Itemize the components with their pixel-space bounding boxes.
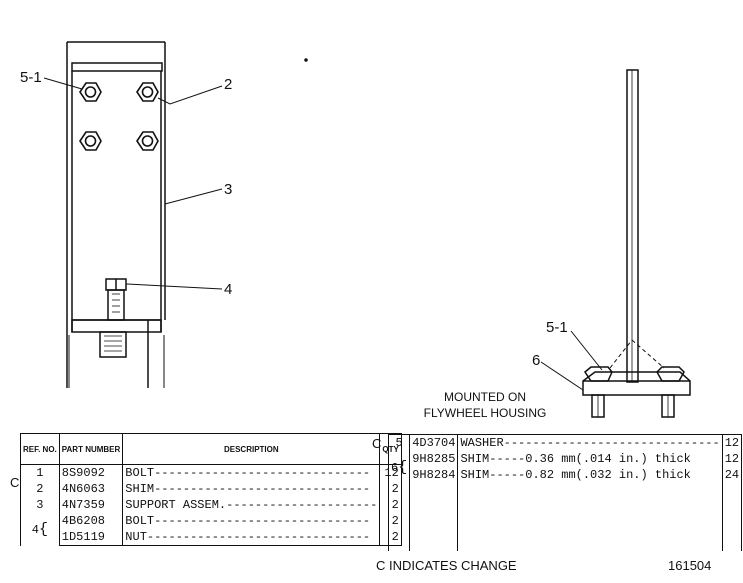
desc-cell: SHIM------------------------------ (122, 481, 381, 497)
desc-cell: SHIM-----0.82 mm(.032 in.) thick (457, 467, 723, 483)
header-ref: REF. NO. (20, 433, 60, 465)
caption-line-1: MOUNTED ON (444, 390, 526, 404)
callout-5-1-right: 5-1 (546, 319, 568, 336)
desc-cell: SUPPORT ASSEM.--------------------- (122, 497, 381, 513)
part-cell: 8S9092 (58, 464, 124, 481)
brace-glyph: { (398, 458, 408, 476)
ref-number: 6 (391, 460, 399, 475)
callout-3: 3 (224, 181, 233, 198)
brace-glyph: { (38, 520, 48, 538)
support-assembly-drawing (66, 41, 166, 388)
caption-line-2: FLYWHEEL HOUSING (423, 406, 547, 420)
bolt-heads-drawing (79, 82, 159, 151)
table-row: 1D5119 NUT------------------------------… (21, 529, 402, 546)
table-row: 9H8284 SHIM-----0.82 mm(.032 in.) thick … (389, 467, 743, 483)
desc-cell: NUT------------------------------- (122, 529, 381, 546)
table-row: 3 4N7359 SUPPORT ASSEM.-----------------… (20, 497, 402, 513)
callout-6: 6 (532, 352, 541, 369)
ref-cell: 3 (20, 497, 60, 513)
part-cell: 4B6208 (58, 513, 124, 529)
table-row-empty (387, 483, 743, 551)
callout-2: 2 (224, 76, 233, 93)
part-cell: 4N6063 (58, 481, 124, 497)
table-row: 6{ 9H8285 SHIM-----0.36 mm(.014 in.) thi… (387, 451, 743, 483)
part-cell: 9H8284 (409, 467, 459, 483)
ref-cell: 6{ (387, 451, 411, 483)
part-cell: 4D3704 (409, 434, 459, 451)
part-cell: 9H8285 (409, 451, 459, 467)
qty-cell: 24 (721, 467, 743, 483)
empty-cell (409, 483, 459, 551)
qty-cell: 12 (721, 451, 743, 467)
part-cell: 1D5119 (58, 529, 124, 546)
ref-cell: 1 (20, 464, 60, 481)
desc-cell: BOLT------------------------------ (122, 513, 381, 529)
desc-cell: WASHER------------------------------ (457, 434, 723, 451)
empty-cell (721, 483, 743, 551)
header-description: DESCRIPTION (122, 433, 381, 465)
table-row: 5 4D3704 WASHER-------------------------… (387, 434, 743, 451)
ref-cell: 5 (387, 434, 411, 451)
header-part-number: PART NUMBER (58, 433, 124, 465)
change-note: C INDICATES CHANGE (376, 558, 517, 573)
qty-cell: 12 (721, 434, 743, 451)
mounting-caption: MOUNTED ON FLYWHEEL HOUSING (410, 389, 560, 421)
table-row: 2 4N6063 SHIM---------------------------… (20, 481, 402, 497)
empty-cell (457, 483, 723, 551)
ref-cell: 4{ (20, 513, 60, 546)
flywheel-mount-drawing (540, 69, 691, 418)
callout-5-1-left: 5-1 (20, 69, 42, 86)
desc-cell: SHIM-----0.36 mm(.014 in.) thick (457, 451, 723, 467)
change-mark-row-5: C (372, 436, 382, 451)
ref-cell: 2 (20, 481, 60, 497)
parts-table-left: REF. NO. PART NUMBER DESCRIPTION QTY 1 8… (20, 433, 402, 546)
desc-cell: BOLT------------------------------ (122, 464, 381, 481)
change-mark-row-1: C (10, 475, 20, 490)
part-cell: 4N7359 (58, 497, 124, 513)
table-row: 4{ 4B6208 BOLT--------------------------… (20, 513, 402, 546)
table-row: 1 8S9092 BOLT---------------------------… (20, 464, 402, 481)
parts-table-right: 5 4D3704 WASHER-------------------------… (387, 434, 743, 551)
empty-cell (387, 483, 411, 551)
callout-4: 4 (224, 281, 233, 298)
illustration-code: 161504 (668, 558, 712, 573)
bottom-bolt-drawing (99, 278, 127, 358)
ref-number: 4 (31, 522, 39, 537)
leader-lines-left (43, 77, 223, 290)
